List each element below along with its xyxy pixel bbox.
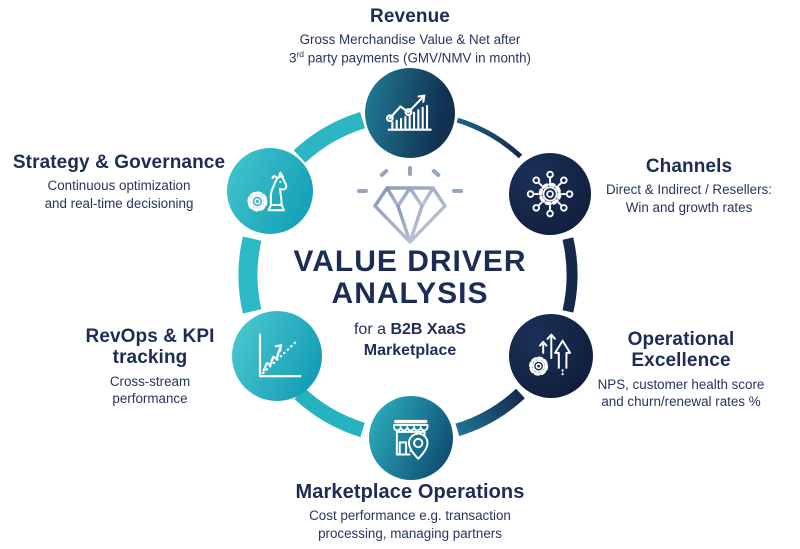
marketplace-operations-node-circle [369, 396, 453, 480]
sparkle-dashes [357, 166, 463, 193]
marketplace-operations-title: Marketplace Operations [295, 481, 525, 503]
strategy-governance-title: Strategy & Governance [12, 152, 226, 173]
revenue-label-block: Revenue Gross Merchandise Value & Net af… [225, 6, 595, 67]
ring-segment-revops-strategy [238, 236, 262, 314]
channels-label-block: Channels Direct & Indirect / Resellers: … [578, 156, 800, 216]
bar-chart-growth-icon [386, 94, 433, 131]
channels-title: Channels [645, 156, 733, 177]
revops-description: Cross-stream performance [109, 373, 191, 406]
channels-description: Direct & Indirect / Resellers: Win and g… [606, 182, 772, 215]
page-title: VALUE DRIVER ANALYSIS [275, 245, 545, 311]
network-hub-icon [526, 170, 574, 218]
marketplace-operations-description: Cost performance e.g. transaction proces… [309, 508, 511, 541]
revops-label-block: RevOps & KPI tracking Cross-stream perfo… [35, 326, 265, 407]
channels-node-circle [509, 153, 591, 235]
ring-segment-strategy-revenue [293, 111, 366, 163]
page-title-line1: VALUE DRIVER [293, 245, 527, 278]
ring-segment-marketplace-revops [294, 387, 365, 438]
ring-segment-channels-opex [562, 237, 578, 313]
operational-excellence-node-circle [509, 314, 593, 398]
operational-excellence-label-block: Operational Excellence NPS, customer hea… [569, 329, 793, 410]
strategy-governance-label-block: Strategy & Governance Continuous optimiz… [0, 152, 238, 212]
strategy-governance-node-circle [227, 148, 313, 234]
page-title-line2: ANALYSIS [331, 277, 489, 311]
chess-knight-gear-icon [246, 171, 287, 212]
revops-title: RevOps & KPI tracking [85, 326, 215, 369]
strategy-governance-description: Continuous optimization and real-time de… [44, 178, 194, 211]
center-title-block: VALUE DRIVER ANALYSIS for a B2B XaaS Mar… [275, 245, 545, 361]
kpi-line-chart-icon [259, 333, 302, 378]
revenue-title: Revenue [370, 6, 450, 27]
diamond-icon [357, 166, 463, 244]
ring-segment-revenue-channels [456, 117, 523, 159]
page-subtitle: for a B2B XaaS Marketplace [353, 320, 467, 359]
operational-excellence-description: NPS, customer health score and churn/ren… [597, 376, 765, 409]
storefront-pin-icon [393, 420, 429, 461]
ring-segment-opex-marketplace [455, 388, 525, 437]
revenue-description: Gross Merchandise Value & Net after 3rd … [289, 32, 531, 66]
marketplace-operations-label-block: Marketplace Operations Cost performance … [235, 481, 585, 542]
revenue-node-circle [365, 68, 455, 158]
operational-excellence-title: Operational Excellence [627, 329, 735, 372]
gear-growth-arrows-icon [529, 333, 572, 377]
revops-node-circle [232, 311, 322, 401]
